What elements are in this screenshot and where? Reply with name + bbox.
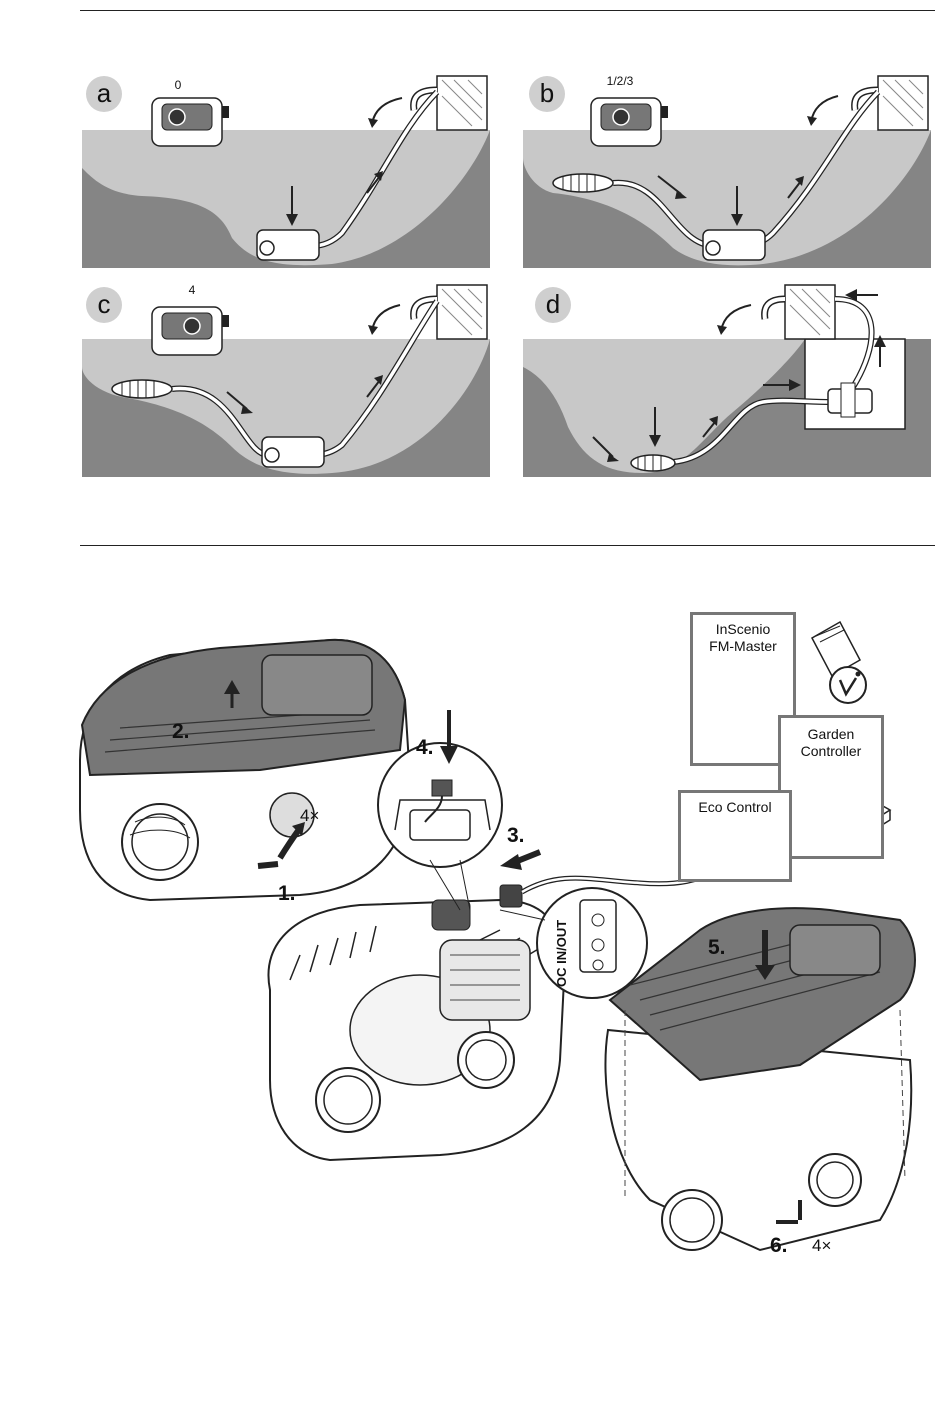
panel-b: b 1/2/3 <box>523 68 931 268</box>
setting-value-b: 1/2/3 <box>590 74 650 88</box>
assembly-diagram: InScenio FM-Master Garden Controller Eco… <box>0 560 950 1402</box>
pond-scene-d <box>523 277 931 477</box>
step-4-label: 4. <box>416 736 434 760</box>
step-5-label: 5. <box>708 936 726 960</box>
pump-cover-install <box>605 908 915 1250</box>
step-1-label: 1. <box>278 882 296 906</box>
pond-scene-a <box>82 68 490 268</box>
screw-count-bottom: 4× <box>812 1236 831 1256</box>
oc-port-label: OC IN/OUT <box>554 920 569 987</box>
middle-divider <box>80 545 935 546</box>
pump-open <box>268 900 565 1160</box>
pond-scene-b <box>523 68 931 268</box>
panel-label-c: c <box>86 287 122 323</box>
info-person-icon <box>830 667 866 703</box>
panel-d: d <box>523 277 931 477</box>
inscenio-label: InScenio FM-Master <box>693 621 793 655</box>
eco-control-label: Eco Control <box>681 799 789 816</box>
step-3-arrowhead <box>500 854 522 870</box>
panel-a: a 0 <box>82 68 490 268</box>
setting-value-c: 4 <box>162 283 222 297</box>
screw-count-top: 4× <box>300 806 319 826</box>
pond-scene-c <box>82 277 490 477</box>
step-6-label: 6. <box>770 1234 788 1258</box>
panel-c: c 4 <box>82 277 490 477</box>
step-2-label: 2. <box>172 720 190 744</box>
garden-controller-box: Garden Controller <box>778 715 884 859</box>
garden-controller-label: Garden Controller <box>781 726 881 760</box>
step-3-label: 3. <box>507 824 525 848</box>
panel-label-b: b <box>529 76 565 112</box>
control-plug <box>500 885 522 907</box>
panel-label-a: a <box>86 76 122 112</box>
setting-value-a: 0 <box>148 78 208 92</box>
panel-label-d: d <box>535 287 571 323</box>
eco-control-box: Eco Control <box>678 790 792 882</box>
assembly-drawing <box>0 560 950 1402</box>
pump-with-cover <box>80 640 410 900</box>
top-divider <box>80 10 935 11</box>
